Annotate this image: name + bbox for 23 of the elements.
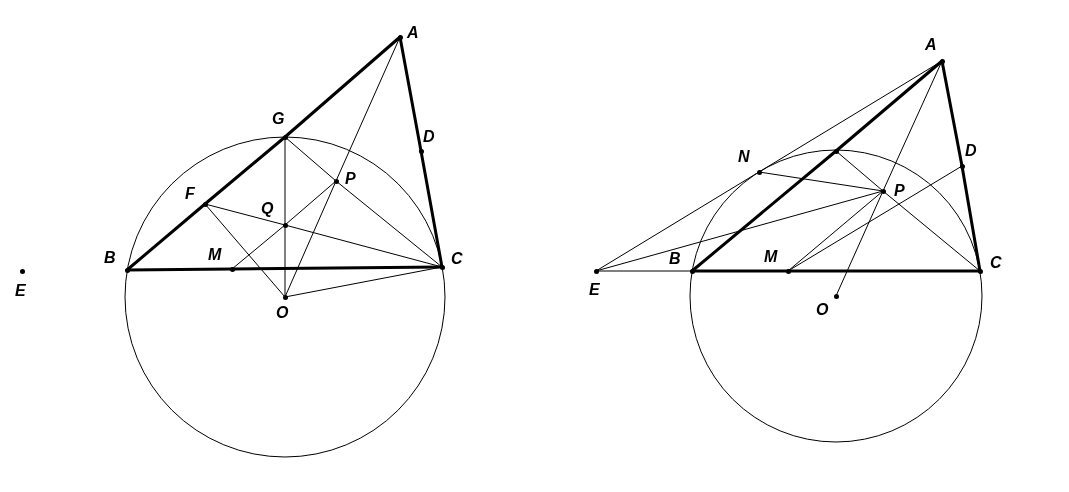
point-label: F xyxy=(185,186,195,202)
point-label: P xyxy=(894,183,905,199)
point-label: M xyxy=(208,247,222,263)
point-label: E xyxy=(589,282,600,298)
point-label: D xyxy=(423,129,435,145)
point-label: G xyxy=(272,111,285,127)
point-label: B xyxy=(104,250,116,266)
point-label: B xyxy=(669,251,681,267)
point-label: P xyxy=(345,171,356,187)
line-segment xyxy=(787,190,884,272)
point-label: C xyxy=(451,251,463,267)
point-label: O xyxy=(276,305,289,321)
point-label: A xyxy=(925,37,937,53)
line-segment xyxy=(231,224,286,270)
point-label: N xyxy=(738,149,750,165)
point-label: O xyxy=(816,302,829,318)
point-label: A xyxy=(407,25,419,41)
point-label: E xyxy=(15,283,26,299)
point-label: M xyxy=(764,249,778,265)
point-label: C xyxy=(990,255,1002,271)
point-label: Q xyxy=(261,201,274,217)
line-segment xyxy=(284,180,337,226)
point-label: D xyxy=(965,143,977,159)
